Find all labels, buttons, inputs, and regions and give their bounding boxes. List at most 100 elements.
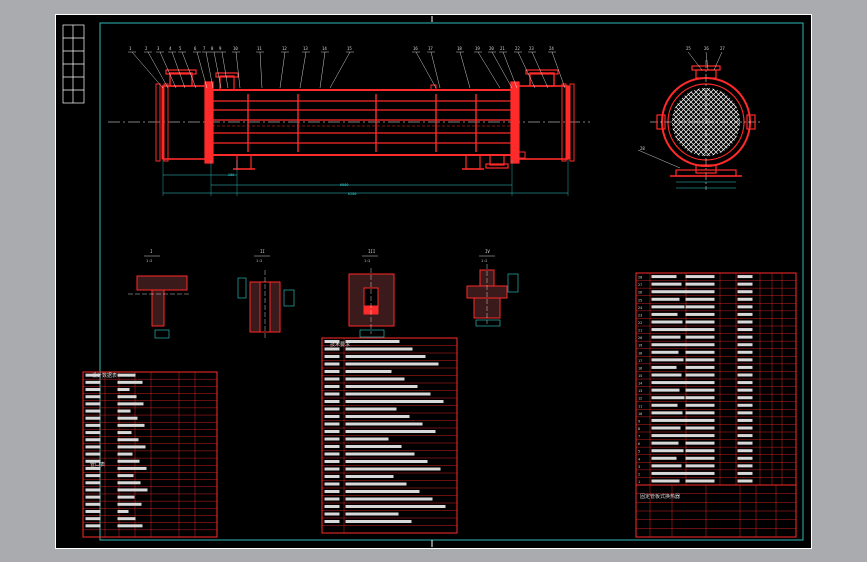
leader-23: [531, 51, 549, 89]
parts-row-number-5: 5: [638, 450, 640, 454]
parts-row-number-12: 12: [638, 397, 642, 401]
nozzle-table-title: 管口表: [90, 461, 105, 468]
parts-material-12: [685, 396, 715, 400]
parts-material-3: [685, 464, 715, 468]
tech-label-14: [324, 437, 340, 441]
parts-material-14: [685, 381, 715, 385]
parts-name-28: [651, 275, 677, 279]
parts-row-number-26: 26: [638, 291, 642, 295]
section-right-lug: [746, 114, 756, 130]
parts-name-25: [651, 297, 680, 301]
tech-label-7: [324, 385, 340, 388]
design-label-7: [85, 416, 101, 420]
tech-text-9: [345, 400, 444, 403]
parts-name-21: [651, 328, 688, 332]
design-label-20: [85, 509, 101, 513]
leader-11: [259, 51, 263, 89]
parts-row-number-27: 27: [638, 283, 642, 287]
parts-qty-11: [737, 403, 753, 407]
parts-row-number-11: 11: [638, 404, 642, 408]
tech-text-21: [345, 490, 420, 493]
parts-qty-25: [737, 297, 753, 301]
leader-4: [171, 51, 186, 89]
heat-exchanger-elevation: [108, 69, 590, 170]
tech-label-4: [324, 362, 340, 366]
parts-name-1: [651, 479, 680, 483]
part-number-17: 17: [428, 46, 433, 51]
technical-requirements-table: [321, 337, 458, 534]
parts-qty-27: [737, 282, 753, 286]
parts-row-number-15: 15: [638, 374, 642, 378]
tech-label-23: [324, 505, 340, 508]
parts-name-6: [651, 441, 679, 445]
parts-qty-9: [737, 418, 753, 422]
parts-qty-21: [737, 328, 753, 332]
detail-1-plate: [136, 275, 188, 291]
parts-material-16: [685, 365, 715, 369]
part-number-12: 12: [282, 46, 287, 51]
design-label-17: [85, 488, 101, 492]
parts-list-row-numbers: 2827262524232221201918171615141312111098…: [638, 276, 642, 484]
tech-label-25: [324, 520, 340, 523]
tech-text-6: [345, 377, 405, 381]
detail-drawings: [128, 264, 519, 339]
parts-material-8: [685, 426, 715, 430]
tech-text-3: [345, 355, 426, 358]
design-label-12: [85, 452, 101, 456]
design-value-6: [117, 409, 131, 413]
detail-2-dim: [237, 277, 247, 299]
vent-nozzle: [430, 84, 437, 91]
part-number-15: 15: [347, 46, 352, 51]
parts-name-7: [651, 434, 686, 438]
parts-qty-15: [737, 373, 753, 377]
title-block: [635, 484, 797, 538]
parts-material-24: [685, 305, 715, 309]
tech-text-1: [345, 340, 400, 343]
parts-qty-5: [737, 449, 753, 453]
detail-scale-1: 1:2: [146, 259, 152, 263]
parts-name-15: [651, 373, 682, 377]
parts-name-5: [651, 449, 684, 453]
parts-name-10: [651, 411, 683, 415]
design-label-16: [85, 481, 101, 485]
tech-text-8: [345, 392, 431, 396]
tech-label-16: [324, 452, 340, 456]
leader-17: [430, 51, 441, 89]
detail-1-flange: [151, 289, 165, 327]
parts-material-19: [685, 343, 715, 347]
design-label-8: [85, 423, 101, 427]
parts-row-number-23: 23: [638, 313, 642, 317]
part-number-9: 9: [219, 46, 222, 51]
tech-label-11: [324, 415, 340, 418]
parts-row-number-6: 6: [638, 442, 640, 446]
part-number-20: 20: [489, 46, 494, 51]
technical-requirements-title: 技术要求: [330, 341, 350, 348]
design-label-22: [85, 524, 101, 528]
parts-name-26: [651, 290, 687, 294]
leader-15: [329, 51, 351, 89]
design-value-18: [117, 495, 135, 499]
parts-qty-26: [737, 290, 753, 294]
parts-qty-8: [737, 426, 753, 430]
parts-material-20: [685, 335, 715, 339]
parts-material-27: [685, 282, 715, 286]
parts-qty-6: [737, 441, 753, 445]
tube-outlet-nozzle: [529, 72, 555, 87]
design-value-3: [117, 388, 130, 392]
part-number-6: 6: [194, 46, 197, 51]
design-value-4: [117, 395, 137, 399]
design-label-11: [85, 445, 101, 449]
tech-text-13: [345, 430, 436, 433]
detail-title-4: IV: [485, 249, 490, 254]
leader-12: [279, 51, 286, 89]
tech-text-5: [345, 370, 392, 373]
parts-material-26: [685, 290, 715, 294]
design-label-3: [85, 388, 101, 392]
parts-material-5: [685, 449, 715, 453]
design-label-2: [85, 380, 101, 384]
